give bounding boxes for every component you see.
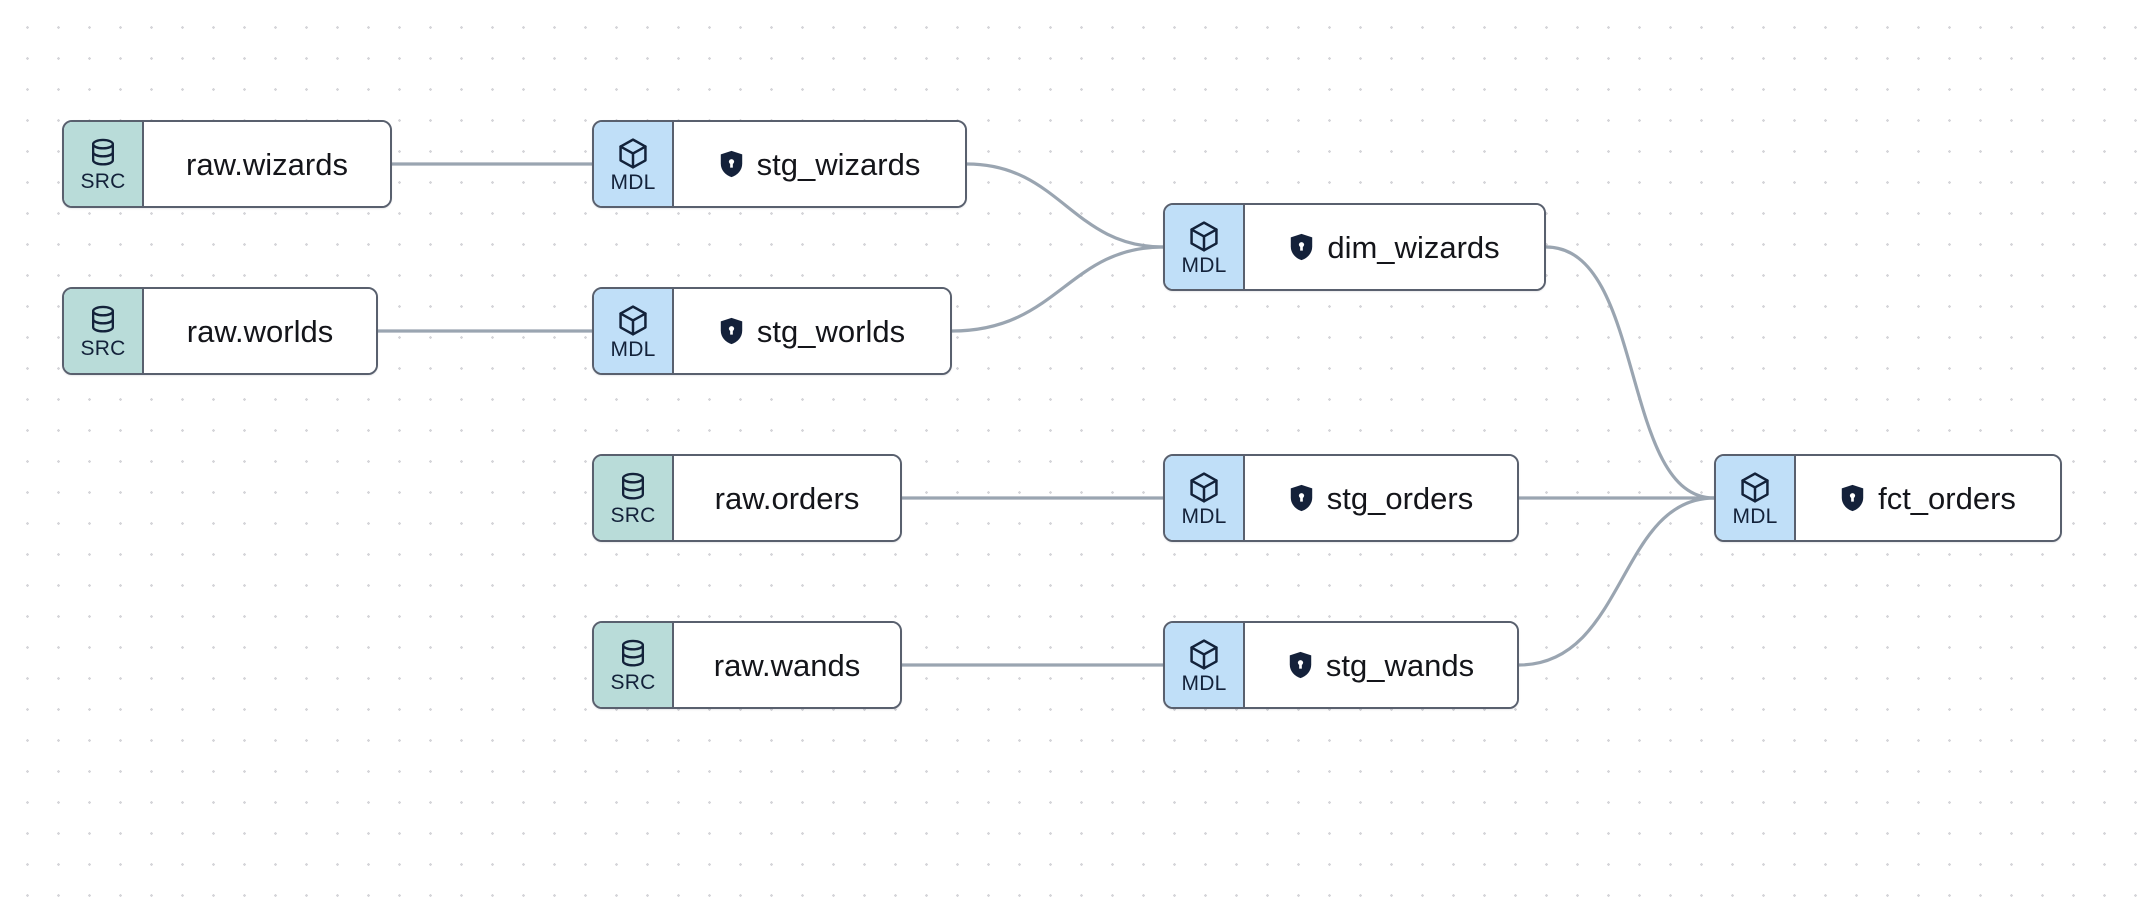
node-body: stg_worlds (674, 289, 950, 373)
node-stg-orders[interactable]: MDL stg_orders (1163, 454, 1519, 542)
node-badge-label: MDL (1732, 505, 1778, 528)
shield-lock-icon (1291, 233, 1313, 261)
node-raw-wizards[interactable]: SRC raw.wizards (62, 120, 392, 208)
cube-icon (619, 305, 647, 336)
node-badge-src: SRC (64, 122, 144, 206)
node-label: fct_orders (1878, 480, 2016, 516)
node-body: raw.worlds (144, 289, 376, 373)
node-badge-label: SRC (610, 504, 656, 527)
node-body: raw.wands (674, 623, 900, 707)
node-stg-wands[interactable]: MDL stg_wands (1163, 621, 1519, 709)
node-body: raw.orders (674, 456, 900, 540)
node-raw-wands[interactable]: SRC raw.wands (592, 621, 902, 709)
shield-lock-icon (720, 317, 743, 345)
node-badge-label: SRC (610, 671, 656, 694)
node-label: stg_wands (1325, 647, 1475, 683)
node-body: raw.wizards (144, 122, 390, 206)
node-badge-label: SRC (80, 337, 126, 360)
edge-dim-wizards-to-fct-orders (1544, 245, 1716, 500)
node-body: stg_wizards (674, 122, 965, 206)
shield-lock-icon (1290, 484, 1312, 512)
node-label: raw.worlds (186, 313, 334, 349)
node-badge-mdl: MDL (594, 122, 674, 206)
shield-lock-icon (1841, 484, 1864, 512)
shield-lock-icon (1289, 651, 1312, 679)
database-icon (621, 472, 645, 500)
node-badge-mdl: MDL (1165, 205, 1245, 289)
node-raw-worlds[interactable]: SRC raw.worlds (62, 287, 378, 375)
edge-stg-wizards-to-dim-wizards (965, 162, 1165, 249)
node-label: stg_wizards (756, 146, 921, 182)
node-badge-src: SRC (594, 456, 674, 540)
node-badge-mdl: MDL (1165, 623, 1245, 707)
node-badge-mdl: MDL (1716, 456, 1796, 540)
node-label: raw.orders (714, 480, 860, 516)
node-badge-label: MDL (1181, 254, 1227, 277)
node-body: fct_orders (1796, 456, 2060, 540)
node-badge-src: SRC (594, 623, 674, 707)
node-stg-wizards[interactable]: MDL stg_wizards (592, 120, 967, 208)
node-body: dim_wizards (1245, 205, 1544, 289)
cube-icon (1190, 221, 1218, 252)
node-label: stg_orders (1326, 480, 1474, 516)
node-label: raw.wizards (186, 146, 348, 182)
cube-icon (1190, 472, 1218, 503)
database-icon (91, 138, 115, 166)
edge-stg-wands-to-fct-orders (1517, 496, 1716, 667)
node-badge-mdl: MDL (1165, 456, 1245, 540)
node-raw-orders[interactable]: SRC raw.orders (592, 454, 902, 542)
node-label: dim_wizards (1327, 229, 1500, 265)
shield-lock-icon (720, 150, 742, 178)
node-label: stg_worlds (756, 313, 906, 349)
cube-icon (619, 138, 647, 169)
node-label: raw.wands (713, 647, 861, 683)
node-body: stg_orders (1245, 456, 1517, 540)
node-badge-label: MDL (610, 338, 656, 361)
node-stg-worlds[interactable]: MDL stg_worlds (592, 287, 952, 375)
node-badge-label: MDL (610, 171, 656, 194)
node-fct-orders[interactable]: MDL fct_orders (1714, 454, 2062, 542)
node-badge-label: MDL (1181, 672, 1227, 695)
cube-icon (1190, 639, 1218, 670)
node-badge-src: SRC (64, 289, 144, 373)
node-badge-label: MDL (1181, 505, 1227, 528)
node-dim-wizards[interactable]: MDL dim_wizards (1163, 203, 1546, 291)
node-badge-label: SRC (80, 170, 126, 193)
node-body: stg_wands (1245, 623, 1517, 707)
database-icon (91, 305, 115, 333)
node-badge-mdl: MDL (594, 289, 674, 373)
database-icon (621, 639, 645, 667)
edge-stg-worlds-to-dim-wizards (950, 245, 1165, 333)
cube-icon (1741, 472, 1769, 503)
